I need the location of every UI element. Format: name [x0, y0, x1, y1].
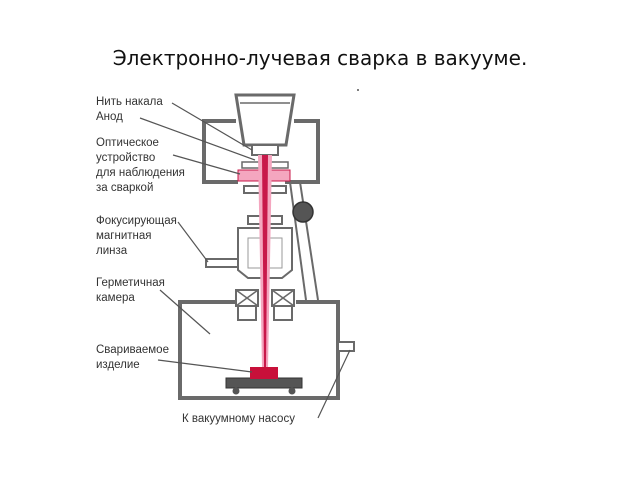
- upper-chamber: [202, 119, 320, 184]
- vacuum-chamber: [178, 300, 355, 400]
- leader-lines: [139, 102, 351, 419]
- label-optical-4: за сваркой: [96, 182, 153, 194]
- electron-beam: [258, 155, 272, 368]
- label-chamber-1: Герметичная: [96, 277, 165, 289]
- label-optical-1: Оптическое: [96, 137, 159, 149]
- viewing-tube: [289, 181, 319, 301]
- magnetic-lens-coils: [235, 289, 295, 321]
- label-workpiece-2: изделие: [96, 359, 140, 371]
- label-focus-2: магнитная: [96, 230, 152, 242]
- label-optical-3: для наблюдения: [96, 167, 185, 179]
- label-pump: К вакуумному насосу: [182, 413, 295, 425]
- work-table: [225, 377, 303, 395]
- marker-dot: [357, 89, 359, 91]
- label-workpiece-1: Свариваемое: [96, 344, 169, 356]
- label-filament: Нить накала: [96, 96, 163, 108]
- label-focus-1: Фокусирующая: [96, 215, 177, 227]
- diagram-title: Электронно-лучевая сварка в вакууме.: [112, 46, 528, 70]
- label-optical-2: устройство: [96, 152, 155, 164]
- label-chamber-2: камера: [96, 292, 135, 304]
- label-anode: Анод: [96, 111, 123, 123]
- label-focus-3: линза: [96, 245, 128, 257]
- column: [205, 185, 293, 279]
- workpiece: [250, 367, 278, 379]
- electron-gun: [234, 93, 296, 156]
